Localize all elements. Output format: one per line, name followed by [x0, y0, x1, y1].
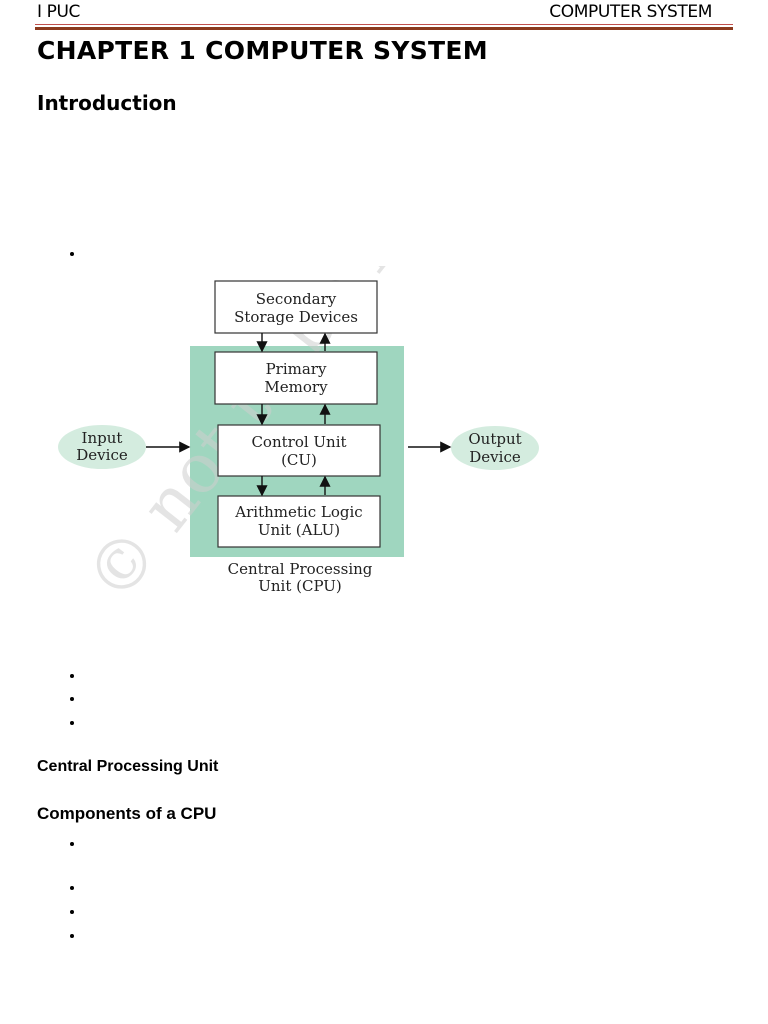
bullet-point	[70, 674, 74, 678]
components-heading: Components of a CPU	[37, 804, 217, 823]
bullet-point	[70, 842, 74, 846]
bullet-point	[70, 252, 74, 256]
primary-memory-label-1: Primary	[266, 360, 327, 378]
introduction-heading: Introduction	[37, 91, 177, 115]
control-unit-label-1: Control Unit	[251, 433, 346, 451]
primary-memory-box	[214, 351, 378, 405]
header-rule-thin	[35, 24, 733, 25]
secondary-storage-label-2: Storage Devices	[234, 308, 358, 326]
header-rule-thick	[35, 27, 733, 30]
control-unit-label-2: (CU)	[281, 451, 317, 469]
output-device-ellipse	[451, 426, 539, 470]
header-left: I PUC	[37, 2, 80, 22]
cpu-label-2: Unit (CPU)	[258, 577, 342, 595]
computer-system-diagram: © not to be re Secondary Storage Devices…	[58, 266, 539, 606]
output-device-label-1: Output	[468, 430, 521, 448]
bullet-point	[70, 934, 74, 938]
header-right: COMPUTER SYSTEM	[549, 2, 712, 22]
alu-label-1: Arithmetic Logic	[234, 503, 362, 521]
page-title: CHAPTER 1 COMPUTER SYSTEM	[37, 36, 488, 65]
alu-label-2: Unit (ALU)	[258, 521, 340, 539]
primary-memory-label-2: Memory	[264, 378, 328, 396]
input-device-label-1: Input	[82, 429, 123, 447]
input-device-label-2: Device	[76, 446, 128, 464]
output-device-label-2: Device	[469, 448, 521, 466]
cpu-heading: Central Processing Unit	[37, 758, 219, 775]
bullet-point	[70, 697, 74, 701]
cpu-label-1: Central Processing	[228, 560, 373, 578]
bullet-point	[70, 721, 74, 725]
bullet-point	[70, 886, 74, 890]
secondary-storage-label-1: Secondary	[256, 290, 337, 308]
input-device-ellipse	[58, 425, 146, 469]
control-unit-box	[217, 424, 381, 477]
alu-box	[217, 495, 381, 548]
bullet-point	[70, 910, 74, 914]
secondary-storage-box	[214, 280, 378, 334]
